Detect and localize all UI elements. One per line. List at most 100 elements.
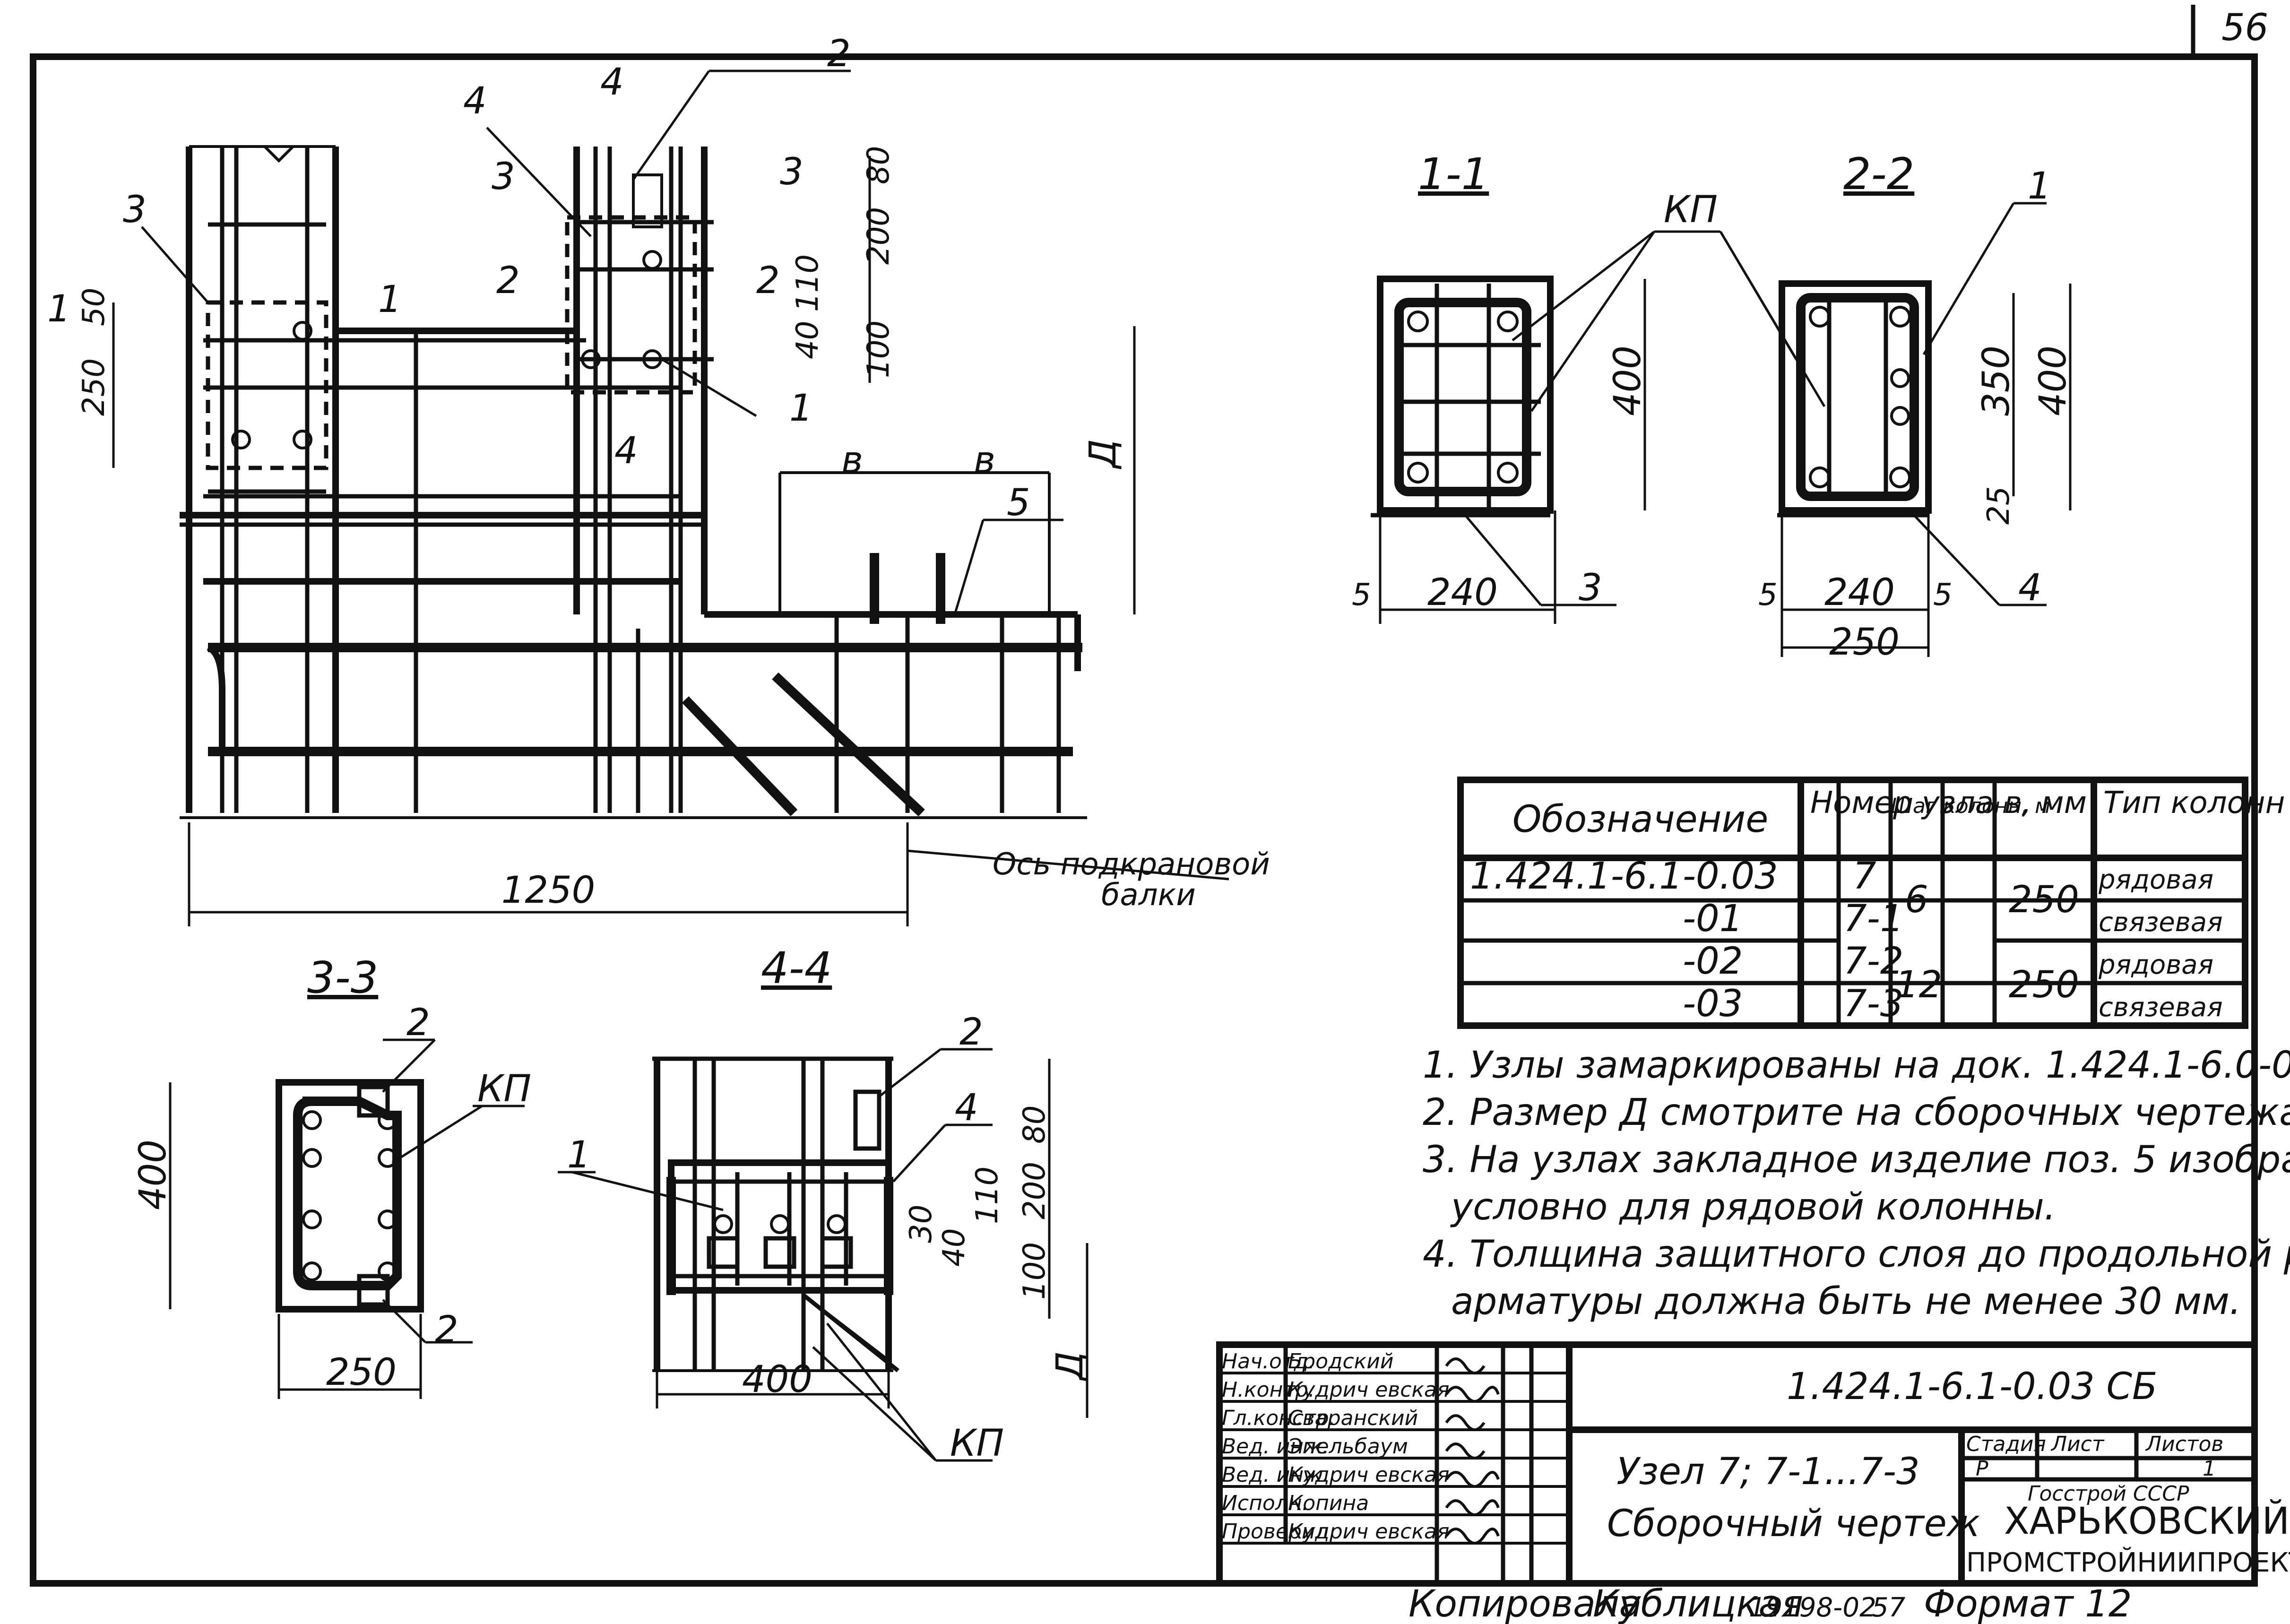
tb-name-6: Кудрич евская (1288, 1520, 1449, 1544)
s11-pos-3: 3 (1579, 567, 1602, 609)
tb-stage-label: Стадия (1966, 1432, 2046, 1456)
table-row-3-type: связевая (2099, 992, 2223, 1023)
tb-sheet-label: Лист (2050, 1432, 2105, 1456)
s44-dim-D: Д (1049, 1351, 1091, 1382)
section-3-3-title: 3-3 (307, 952, 378, 1003)
tb-name-4: Кудрич евская (1288, 1463, 1449, 1487)
note-3b: условно для рядовой колонны. (1450, 1186, 2056, 1228)
sheet-frame (30, 53, 2258, 1587)
s44-kp: КП (950, 1422, 1004, 1465)
tb-role-0: Нач.отд. (1222, 1349, 1315, 1373)
s22-pos-1: 1 (2028, 165, 2051, 207)
tb-title-line1: Узел 7; 7-1...7-3 (1616, 1451, 1920, 1493)
signature-2 (1445, 1414, 1486, 1431)
table-row-0-designation: 1.424.1-6.1-0.03 (1470, 855, 1778, 898)
footer-copied-label: Копировала (1409, 1583, 1642, 1624)
footer: Копировала Кублицкая 19198-02 57 Формат … (1409, 1583, 2132, 1624)
kp-top-callout: КП (1512, 189, 1826, 412)
dim-right-110: 110 (790, 254, 825, 312)
table-header-designation: Обозначение (1512, 798, 1768, 841)
section-2-2: 2-2 350 400 25 240 250 5 5 1 4 (1758, 149, 2074, 664)
s44-dim-80: 80 (1017, 1106, 1052, 1144)
pos-3-main: 3 (123, 189, 147, 231)
table-row-1-node: 7-1 (1843, 898, 1903, 940)
dim-D-main: Д (1082, 439, 1124, 469)
s22-bottom: 25 (1981, 486, 2016, 525)
note-2: 2. Размер Д смотрите на сборочных чертеж… (1423, 1091, 2290, 1134)
signature-5 (1445, 1499, 1500, 1516)
main-view: 1250 Ось подкрановой балки в в Д 80 200 … (47, 33, 1270, 926)
table-group-1-b: 250 (2009, 964, 2079, 1006)
axis-label-line2: балки (1101, 878, 1196, 913)
tb-name-5: Копина (1288, 1491, 1369, 1515)
section-4-4: 4-4 80 200 110 30 40 100 Д (558, 943, 1091, 1465)
note-4a: 4. Толщина защитного слоя до продольной … (1423, 1233, 2290, 1276)
table-row-2-node: 7-2 (1843, 940, 1903, 983)
kp-label-top: КП (1664, 189, 1718, 231)
pos-1-main: 1 (789, 387, 813, 430)
table-row-0-type: рядовая (2098, 864, 2213, 895)
s33-pos-2-top: 2 (406, 1002, 430, 1044)
cut-3-right: 3 (780, 151, 804, 193)
tb-role-1: Н.контр. (1222, 1378, 1315, 1402)
pos-4-main: 4 (463, 80, 487, 122)
title-block: Нач.отд. Н.контр. Гл.констр. Вед. инж. В… (1216, 1341, 2290, 1587)
dim-right-80: 80 (861, 146, 896, 184)
tb-stage: Р (1976, 1457, 1988, 1481)
s44-pos-4: 4 (955, 1087, 978, 1129)
dim-left-250: 250 (77, 358, 112, 416)
cut-2-right: 2 (756, 259, 780, 302)
tb-org-2: ХАРЬКОВСКИЙ (2004, 1499, 2290, 1543)
axis-label-line1: Ось подкрановой (993, 847, 1270, 882)
s22-height-outer: 400 (2032, 346, 2074, 416)
dim-overall-width: 1250 (501, 869, 596, 912)
table-header-step: Шаг колонн, м (1891, 794, 2050, 818)
dim-right-40: 40 (790, 321, 825, 359)
cut-4-top: 4 (600, 61, 624, 104)
s22-pos-4: 4 (2018, 567, 2042, 609)
note-4b: арматуры должна быть не менее 30 мм. (1451, 1280, 2241, 1323)
tb-role-6: Проверил (1222, 1520, 1329, 1544)
dim-left-50: 50 (77, 288, 112, 326)
table-group-0-step: 6 (1905, 879, 1928, 921)
cut-2-left: 2 (496, 259, 520, 302)
s44-width: 400 (742, 1358, 812, 1401)
footer-page: 57 (1872, 1592, 1906, 1623)
table-row-2-designation: -02 (1683, 940, 1743, 983)
table-row-1-designation: -01 (1683, 898, 1743, 940)
table-row-1-type: связевая (2099, 907, 2223, 938)
table-row-2-type: рядовая (2098, 950, 2213, 980)
s44-dim-30: 30 (904, 1205, 939, 1243)
tb-org-1: Госстрой СССР (2028, 1482, 2189, 1506)
spec-table: Обозначение Номер узла Шаг колонн, м в, … (1457, 777, 2285, 1029)
dim-right-200: 200 (861, 207, 896, 265)
dim-b-2: в (974, 439, 995, 482)
table-header-node: Номер узла (1810, 786, 1994, 821)
cut-1-left: 1 (47, 288, 71, 330)
table-row-3-node: 7-3 (1843, 983, 1903, 1025)
s11-edge: 5 (1352, 578, 1371, 613)
tb-role-4: Вед. инж. (1222, 1463, 1329, 1487)
pos-2-main: 2 (827, 33, 851, 75)
table-group-1-step: 12 (1895, 964, 1942, 1006)
table-header-b: в, мм (2004, 786, 2087, 821)
tb-name-3: Эпельбаум (1288, 1434, 1408, 1459)
cut-4-bottom: 4 (614, 430, 638, 472)
dim-right-100: 100 (861, 320, 896, 378)
dim-b-1: в (841, 439, 863, 482)
table-group-0-b: 250 (2009, 879, 2079, 921)
s22-width-outer: 250 (1829, 621, 1900, 664)
table-row-3-designation: -03 (1683, 983, 1743, 1025)
sheet-number: 56 (2221, 7, 2268, 49)
s44-dim-110: 110 (970, 1166, 1005, 1224)
note-1: 1. Узлы замаркированы на док. 1.424.1-6.… (1423, 1044, 2290, 1087)
s44-pos-2: 2 (959, 1011, 983, 1054)
s22-height-inner: 350 (1975, 346, 2018, 416)
signature-1 (1445, 1386, 1500, 1403)
s44-dim-200: 200 (1017, 1162, 1052, 1219)
s44-dim-40: 40 (937, 1228, 972, 1267)
tb-role-2: Гл.констр. (1222, 1406, 1336, 1430)
tb-role-5: Исполн. (1222, 1491, 1309, 1515)
tb-role-3: Вед. инж. (1222, 1434, 1329, 1459)
